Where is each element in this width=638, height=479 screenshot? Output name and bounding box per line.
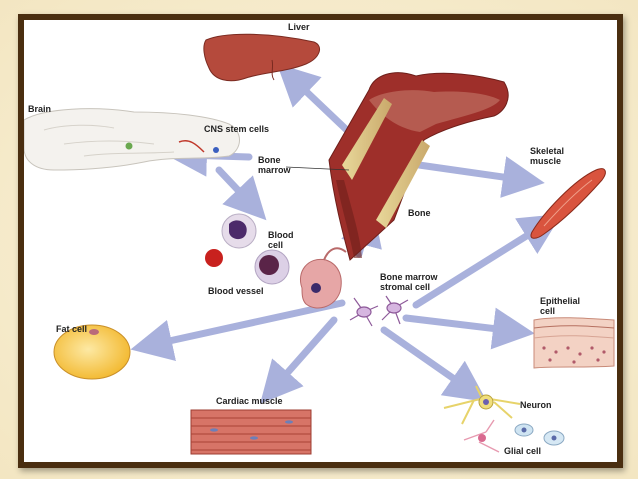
blood-cell-illustration [205,213,290,285]
epithelial-cell-label: Epithelial cell [540,296,581,316]
arrow-to-epithelial-cell [402,307,535,350]
epithelial-cell-illustration [533,317,615,369]
blood-cell-label: Blood cell [268,230,294,250]
cns-stem-cells-label: CNS stem cells [204,124,270,134]
blood-vessel-label: Blood vessel [208,286,264,296]
arrow-to-neuron [380,326,488,403]
liver-label: Liver [288,22,310,32]
diagram-frame: Liver Brain CNS stem cells Bone marrow B… [18,14,623,468]
bone-marrow-label: Bone marrow [258,155,291,175]
fat-cell-label: Fat cell [56,324,88,334]
brain-illustration [24,108,240,171]
bone-illustration [285,72,509,261]
cardiac-muscle-illustration [190,409,312,455]
arrow-to-muscle-lower [412,213,562,309]
arrow-to-blood-cell [215,166,267,221]
neuron-label: Neuron [520,400,552,410]
arrow-to-skeletal-muscle [415,156,545,198]
glial-cell-label: Glial cell [504,446,542,456]
arrow-to-liver [276,63,356,139]
brain-label: Brain [28,104,52,114]
fat-cell-illustration [53,324,131,380]
skeletal-muscle-illustration [530,168,606,239]
liver-illustration [203,33,321,82]
neuron-glial-illustration [443,385,565,453]
stromal-cell-label: Bone marrow stromal cell [380,272,438,292]
differentiation-arrows [130,63,562,404]
stromal-cell-illustration [349,295,409,327]
cardiac-muscle-label: Cardiac muscle [216,396,283,406]
arrow-to-cardiac-muscle [260,316,338,404]
blood-vessel-illustration [300,247,347,309]
skeletal-muscle-label: Skeletal muscle [530,146,565,166]
arrow-to-fat-cell [130,299,346,361]
bone-label: Bone [408,208,431,218]
diagram-illustration [24,33,615,455]
